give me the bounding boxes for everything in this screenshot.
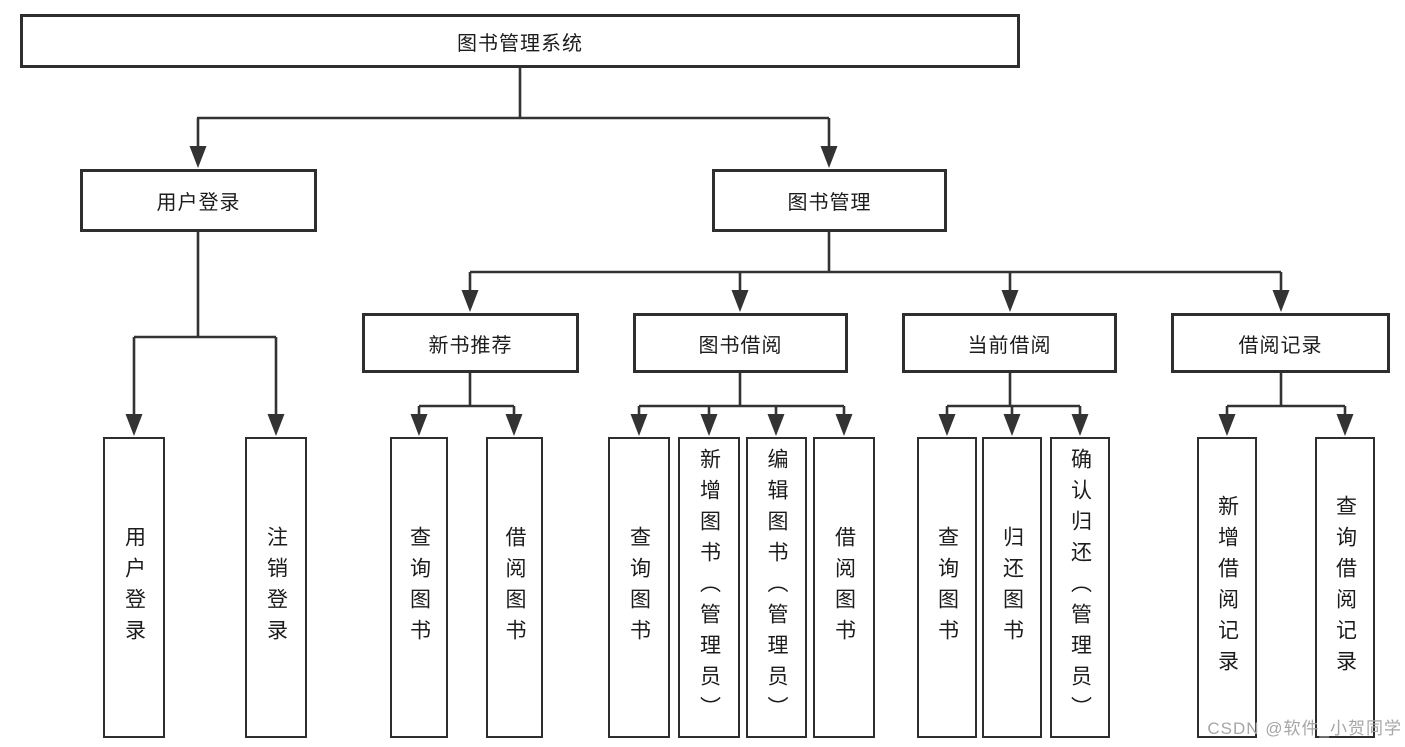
node-current-borrowing: 当前借阅 <box>902 313 1117 373</box>
leaf-edit-books-admin-label: 编辑图书（管理员） <box>765 448 788 727</box>
node-new-book-recommend-label: 新书推荐 <box>428 334 513 357</box>
arrowhead-icon <box>820 146 838 168</box>
node-borrowing-records: 借阅记录 <box>1171 313 1390 373</box>
leaf-user-login: 用户登录 <box>103 437 165 738</box>
node-book-management-system: 图书管理系统 <box>20 14 1020 68</box>
leaf-confirm-return-admin-label: 确认归还（管理员） <box>1068 448 1092 727</box>
leaf-borrow-books-borrowing-label: 借阅图书 <box>832 525 856 650</box>
leaf-logout: 注销登录 <box>245 437 307 738</box>
leaf-query-books-borrowing: 查询图书 <box>608 437 670 738</box>
node-user-login: 用户登录 <box>80 169 317 232</box>
leaf-query-borrow-record-label: 查询借阅记录 <box>1333 494 1357 681</box>
arrowhead-icon <box>461 290 479 312</box>
watermark: CSDN @软件_小贺同学 <box>1207 719 1402 738</box>
arrowhead-icon <box>938 414 956 436</box>
arrowhead-icon <box>1071 414 1089 436</box>
leaf-return-books-label: 归还图书 <box>1000 525 1024 650</box>
node-book-management-system-label: 图书管理系统 <box>457 32 583 55</box>
arrowhead-icon <box>125 414 143 436</box>
arrowhead-icon <box>767 414 785 436</box>
arrowhead-icon <box>189 146 207 168</box>
node-book-management-label: 图书管理 <box>787 192 872 214</box>
node-book-borrowing: 图书借阅 <box>633 313 848 373</box>
leaf-return-books: 归还图书 <box>982 437 1042 738</box>
leaf-borrow-books-recommend: 借阅图书 <box>486 437 543 738</box>
leaf-query-books-current-label: 查询图书 <box>935 525 959 650</box>
node-new-book-recommend: 新书推荐 <box>362 313 579 373</box>
leaf-query-books-borrowing-label: 查询图书 <box>627 525 651 650</box>
arrowhead-icon <box>731 290 749 312</box>
leaf-query-borrow-record: 查询借阅记录 <box>1315 437 1375 738</box>
leaf-user-login-label: 用户登录 <box>122 525 146 650</box>
node-book-management: 图书管理 <box>712 169 947 232</box>
arrowhead-icon <box>267 414 285 436</box>
arrowhead-icon <box>410 414 428 436</box>
leaf-edit-books-admin: 编辑图书（管理员） <box>746 437 807 738</box>
arrowhead-icon <box>1003 414 1021 436</box>
node-user-login-label: 用户登录 <box>156 192 241 214</box>
leaf-add-borrow-record: 新增借阅记录 <box>1197 437 1257 738</box>
leaf-query-books-recommend-label: 查询图书 <box>407 525 431 650</box>
leaf-borrow-books-recommend-label: 借阅图书 <box>503 525 526 650</box>
node-current-borrowing-label: 当前借阅 <box>967 334 1052 357</box>
arrowhead-icon <box>1218 414 1236 436</box>
leaf-logout-label: 注销登录 <box>264 525 288 650</box>
arrowhead-icon <box>630 414 648 436</box>
arrowhead-icon <box>1001 290 1019 312</box>
leaf-add-borrow-record-label: 新增借阅记录 <box>1215 494 1239 681</box>
leaf-add-books-admin-label: 新增图书（管理员） <box>697 448 721 727</box>
node-book-borrowing-label: 图书借阅 <box>698 334 783 357</box>
arrowhead-icon <box>835 414 853 436</box>
leaf-add-books-admin: 新增图书（管理员） <box>678 437 740 738</box>
leaf-query-books-current: 查询图书 <box>917 437 977 738</box>
arrowhead-icon <box>700 414 718 436</box>
node-borrowing-records-label: 借阅记录 <box>1238 334 1323 357</box>
arrowhead-icon <box>1272 290 1290 312</box>
leaf-query-books-recommend: 查询图书 <box>390 437 448 738</box>
leaf-borrow-books-borrowing: 借阅图书 <box>813 437 875 738</box>
arrowhead-icon <box>1336 414 1354 436</box>
arrowhead-icon <box>505 414 523 436</box>
leaf-confirm-return-admin: 确认归还（管理员） <box>1050 437 1110 738</box>
